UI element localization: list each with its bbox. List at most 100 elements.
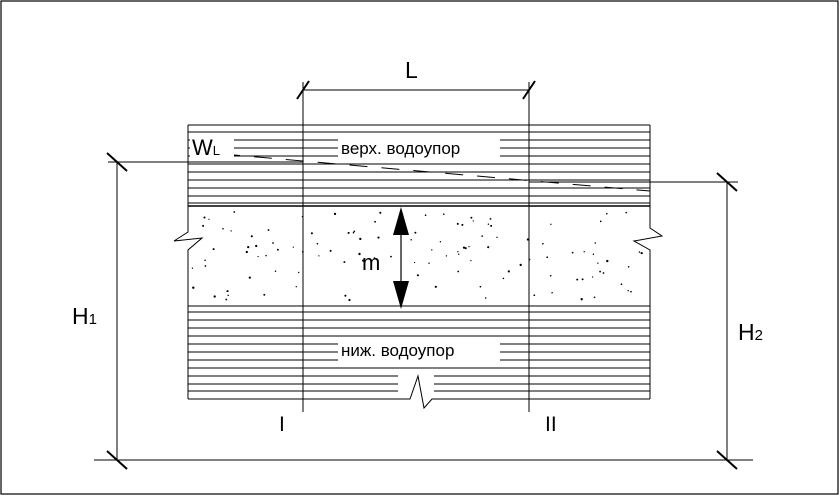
sand-dot	[489, 218, 492, 220]
sand-dot	[458, 253, 460, 255]
sand-dot	[599, 270, 601, 273]
sand-dot	[456, 222, 459, 225]
sand-dot	[519, 263, 522, 267]
sand-dot	[316, 242, 319, 245]
sand-dot	[549, 274, 552, 277]
sand-dot	[358, 252, 361, 256]
sand-dot	[592, 253, 595, 256]
length-dimension	[296, 80, 536, 100]
section-label-left: I	[279, 413, 285, 436]
sand-dot	[353, 230, 356, 233]
sand-dot	[597, 262, 599, 264]
sand-dot	[507, 270, 510, 273]
piezometric-line	[221, 153, 651, 192]
sand-dot	[191, 267, 194, 269]
sand-dot	[374, 220, 376, 223]
sand-dot	[470, 216, 473, 219]
sand-dot	[581, 278, 584, 281]
sand-dot	[245, 250, 248, 254]
sand-dot	[599, 220, 602, 223]
sand-dot	[464, 247, 467, 250]
sand-dot	[533, 294, 536, 297]
sand-dot	[202, 224, 205, 227]
sand-dot	[457, 270, 460, 273]
sand-dot	[542, 242, 544, 245]
level-label: WL	[192, 135, 220, 160]
sand-dot	[484, 297, 487, 299]
sand-dot	[377, 236, 380, 239]
sand-dot	[359, 237, 362, 241]
sand-dot	[461, 223, 464, 226]
sand-dot	[594, 242, 597, 244]
sand-dot	[352, 231, 355, 234]
sand-dot	[583, 251, 585, 253]
sand-dot	[213, 295, 216, 298]
sand-dot	[204, 265, 207, 267]
sand-dot	[230, 230, 232, 232]
level-label-bg	[190, 134, 234, 160]
sand-dot	[606, 212, 608, 215]
sand-dot	[468, 245, 470, 248]
sand-dot	[343, 261, 346, 264]
sand-dot	[416, 274, 419, 277]
sand-dot	[434, 285, 437, 288]
sand-dot	[379, 211, 382, 214]
sand-dot	[627, 290, 629, 292]
sand-dot	[226, 290, 228, 292]
sand-dot	[362, 259, 365, 262]
sand-dot	[348, 298, 351, 302]
sand-dot	[638, 251, 641, 253]
sand-dot	[496, 236, 498, 238]
sand-dot	[431, 249, 433, 251]
lower-aquitard-label-bg	[338, 338, 500, 362]
sand-dot	[227, 294, 229, 297]
sand-dot	[445, 255, 448, 257]
upper-aquitard-label-bg	[338, 136, 500, 160]
sand-dot	[204, 259, 206, 262]
sand-dot	[606, 259, 609, 263]
sand-dot	[265, 254, 267, 257]
aquifer-sand	[188, 211, 650, 307]
sand-dot	[443, 213, 445, 215]
sand-dot	[640, 251, 643, 255]
sand-dot	[212, 248, 215, 251]
sand-dot	[274, 270, 277, 272]
sand-dot	[593, 296, 596, 299]
sand-dot	[203, 216, 206, 219]
head-left-label: H1	[72, 303, 97, 329]
thickness-label: m	[362, 250, 380, 275]
sand-dot	[250, 235, 253, 238]
sand-dot	[414, 231, 417, 234]
sand-dot	[490, 224, 493, 227]
sand-dot	[410, 239, 412, 241]
head-right-label: H2	[738, 319, 763, 345]
right-break-boundary	[632, 125, 664, 399]
sand-dot	[428, 262, 430, 264]
sand-dot	[257, 255, 259, 258]
bottom-break-symbol	[398, 374, 434, 410]
sand-dot	[272, 242, 274, 244]
head-right-dimension	[716, 172, 738, 470]
sand-dot	[310, 232, 313, 235]
sand-dot	[576, 278, 579, 281]
sand-dot	[347, 231, 350, 234]
sand-dot	[620, 283, 623, 286]
sand-dot	[390, 255, 392, 258]
sand-dot	[413, 261, 416, 264]
sand-dot	[344, 294, 347, 297]
sand-dot	[276, 248, 279, 251]
sand-dot	[627, 266, 630, 268]
sand-dot	[526, 238, 530, 241]
sand-dot	[546, 256, 549, 259]
sand-dot	[292, 246, 294, 248]
head-left-dimension	[106, 152, 128, 470]
sand-dot	[487, 246, 490, 249]
sand-dot	[329, 249, 332, 252]
sand-dot	[551, 291, 553, 294]
sand-dot	[248, 276, 251, 279]
sand-dot	[479, 285, 482, 288]
sand-dot	[295, 286, 297, 288]
sand-dot	[481, 235, 484, 237]
sand-dot	[630, 290, 632, 293]
